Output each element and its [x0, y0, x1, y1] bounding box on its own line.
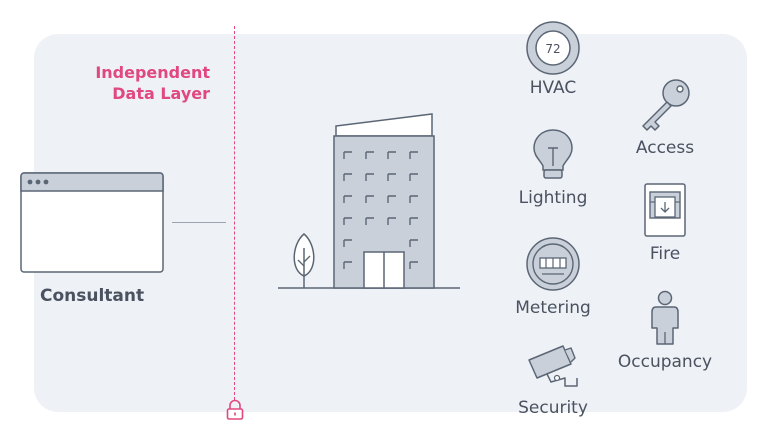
fire-alarm-icon	[644, 183, 686, 237]
connector-line	[172, 222, 226, 223]
fire-label: Fire	[649, 244, 681, 264]
thermostat-icon: 72	[526, 21, 580, 75]
metering-label: Metering	[515, 298, 591, 318]
system-lighting: Lighting	[498, 128, 608, 208]
system-hvac: 72 HVAC	[498, 20, 608, 98]
hvac-label: HVAC	[529, 78, 577, 98]
access-label: Access	[635, 138, 695, 158]
browser-window-icon	[20, 172, 164, 273]
thermostat-value: 72	[545, 42, 560, 56]
system-access: Access	[610, 76, 720, 158]
system-fire: Fire	[610, 182, 720, 264]
key-icon	[642, 79, 690, 131]
camera-icon	[528, 345, 578, 387]
meter-icon	[526, 237, 580, 291]
lightbulb-icon	[533, 129, 573, 179]
layer-label-line2: Data Layer	[112, 84, 210, 103]
security-label: Security	[518, 398, 588, 418]
system-occupancy: Occupancy	[610, 290, 720, 372]
building-icon	[278, 113, 460, 289]
lock-icon	[226, 399, 244, 420]
person-icon	[651, 290, 679, 345]
system-security: Security	[498, 344, 608, 418]
occupancy-label: Occupancy	[617, 352, 713, 372]
data-layer-divider	[234, 26, 235, 400]
consultant-label: Consultant	[40, 286, 145, 306]
system-metering: Metering	[498, 236, 608, 318]
layer-label-line1: Independent	[95, 63, 210, 82]
lighting-label: Lighting	[518, 188, 588, 208]
independent-data-layer-label: Independent Data Layer	[95, 62, 210, 104]
